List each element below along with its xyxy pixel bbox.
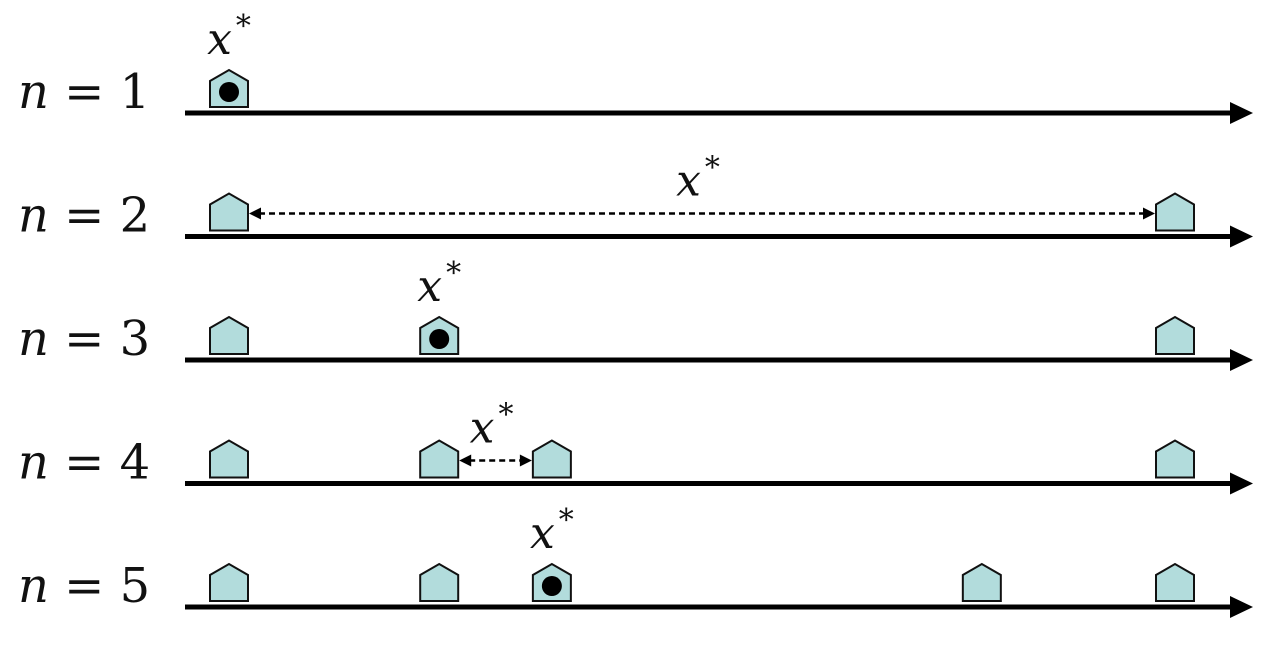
gap-arrow (249, 207, 1155, 220)
axis-arrowhead-icon (1230, 596, 1253, 618)
x-star-label: x* (417, 256, 461, 312)
row-label-variable: n (18, 64, 49, 120)
house (209, 562, 249, 602)
house (1155, 562, 1195, 602)
gap-arrowhead-left-icon (249, 207, 261, 220)
house-icon (209, 315, 249, 355)
row-label-variable: n (18, 558, 49, 614)
x-star-base: x (207, 14, 232, 65)
axis-arrowhead-icon (1230, 472, 1253, 495)
row-4: n = 4 x* (18, 398, 1253, 495)
house (531, 439, 572, 479)
row-label-value: = 5 (49, 558, 150, 614)
axis-arrowhead-icon (1230, 102, 1253, 124)
dot-icon (541, 576, 562, 596)
gap-arrow (459, 454, 532, 467)
house-icon (531, 439, 572, 479)
axis-arrowhead-icon (1230, 225, 1253, 248)
house-icon (209, 192, 249, 232)
dot-icon (429, 329, 450, 349)
house (1155, 439, 1195, 479)
dot-icon (219, 82, 239, 102)
x-star-superscript: * (498, 398, 513, 433)
x-star-base: x (676, 156, 701, 207)
house-icon (1155, 315, 1195, 355)
row-label-value: = 4 (49, 435, 150, 491)
gap-arrowhead-right-icon (519, 454, 532, 467)
row-3: n = 3 x* (18, 256, 1253, 371)
row-label-value: = 2 (49, 188, 150, 244)
row-5: n = 5 x* (18, 503, 1253, 618)
row-label: n = 1 (18, 64, 150, 120)
gap-arrowhead-left-icon (459, 454, 472, 467)
house (1155, 315, 1195, 355)
house (209, 192, 249, 232)
house (1155, 192, 1195, 232)
house (531, 562, 572, 602)
x-star-label: x* (470, 398, 514, 454)
x-star-label: x* (530, 503, 574, 559)
house (209, 315, 249, 355)
x-star-superscript: * (236, 9, 251, 44)
row-label: n = 2 (18, 188, 150, 244)
house-icon (1155, 192, 1195, 232)
house-icon (1155, 562, 1195, 602)
house-icon (209, 562, 249, 602)
x-star-base: x (417, 261, 442, 312)
house-icon (419, 439, 460, 479)
row-label: n = 4 (18, 435, 150, 491)
x-star-superscript: * (446, 256, 461, 291)
house (419, 315, 460, 355)
x-star-label: x* (676, 151, 720, 207)
house-icon (961, 562, 1002, 602)
x-star-label: x* (207, 9, 251, 65)
row-label-variable: n (18, 435, 49, 491)
house (209, 68, 249, 108)
house-icon (209, 439, 249, 479)
row-label-variable: n (18, 311, 49, 367)
row-2: n = 2 x* (18, 151, 1253, 248)
x-star-base: x (470, 403, 495, 454)
house (419, 562, 460, 602)
house-icon (419, 562, 460, 602)
x-star-superscript: * (559, 503, 574, 538)
house (961, 562, 1002, 602)
row-label-value: = 1 (49, 64, 150, 120)
gap-arrowhead-right-icon (1143, 207, 1155, 220)
x-star-base: x (530, 508, 555, 559)
row-label-variable: n (18, 188, 49, 244)
row-label-value: = 3 (49, 311, 150, 367)
row-label: n = 5 (18, 558, 150, 614)
house (419, 439, 460, 479)
row-1: n = 1 x* (18, 9, 1253, 124)
house-icon (1155, 439, 1195, 479)
axis-arrowhead-icon (1230, 349, 1253, 371)
house (209, 439, 249, 479)
row-label: n = 3 (18, 311, 150, 367)
x-star-superscript: * (705, 151, 720, 186)
